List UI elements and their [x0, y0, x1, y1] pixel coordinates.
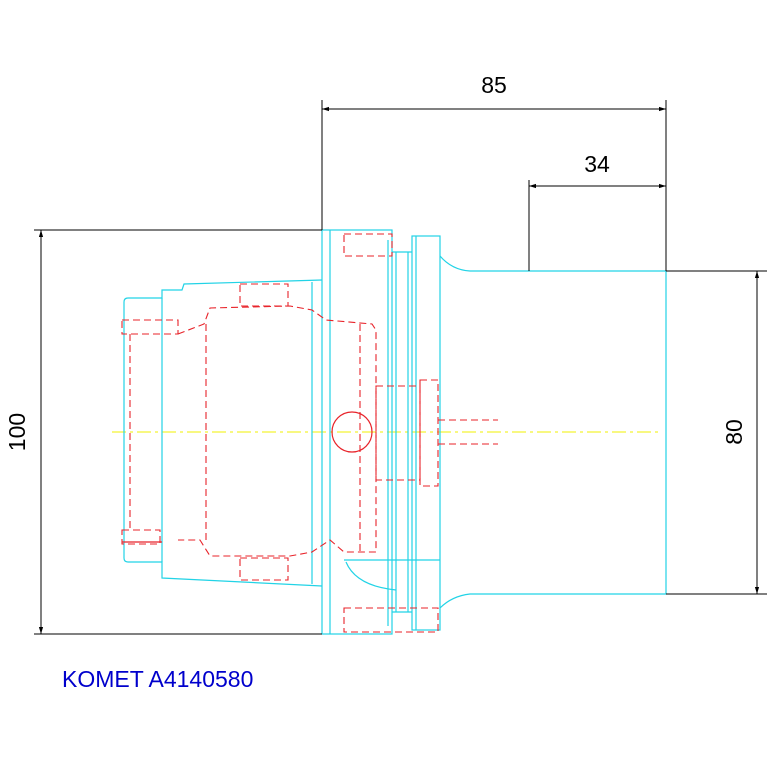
dimension-100: 100	[4, 229, 322, 635]
part-number-caption: KOMET A4140580	[62, 666, 254, 692]
dimension-80-label: 80	[721, 419, 747, 445]
part-outline	[123, 229, 667, 635]
dimension-85: 85	[321, 72, 667, 271]
dimension-100-label: 100	[4, 413, 30, 451]
dimension-34-label: 34	[584, 151, 610, 177]
dimension-34: 34	[528, 151, 666, 271]
dimension-80: 80	[666, 270, 767, 595]
dimension-85-label: 85	[481, 72, 507, 98]
hidden-lines	[121, 233, 498, 633]
